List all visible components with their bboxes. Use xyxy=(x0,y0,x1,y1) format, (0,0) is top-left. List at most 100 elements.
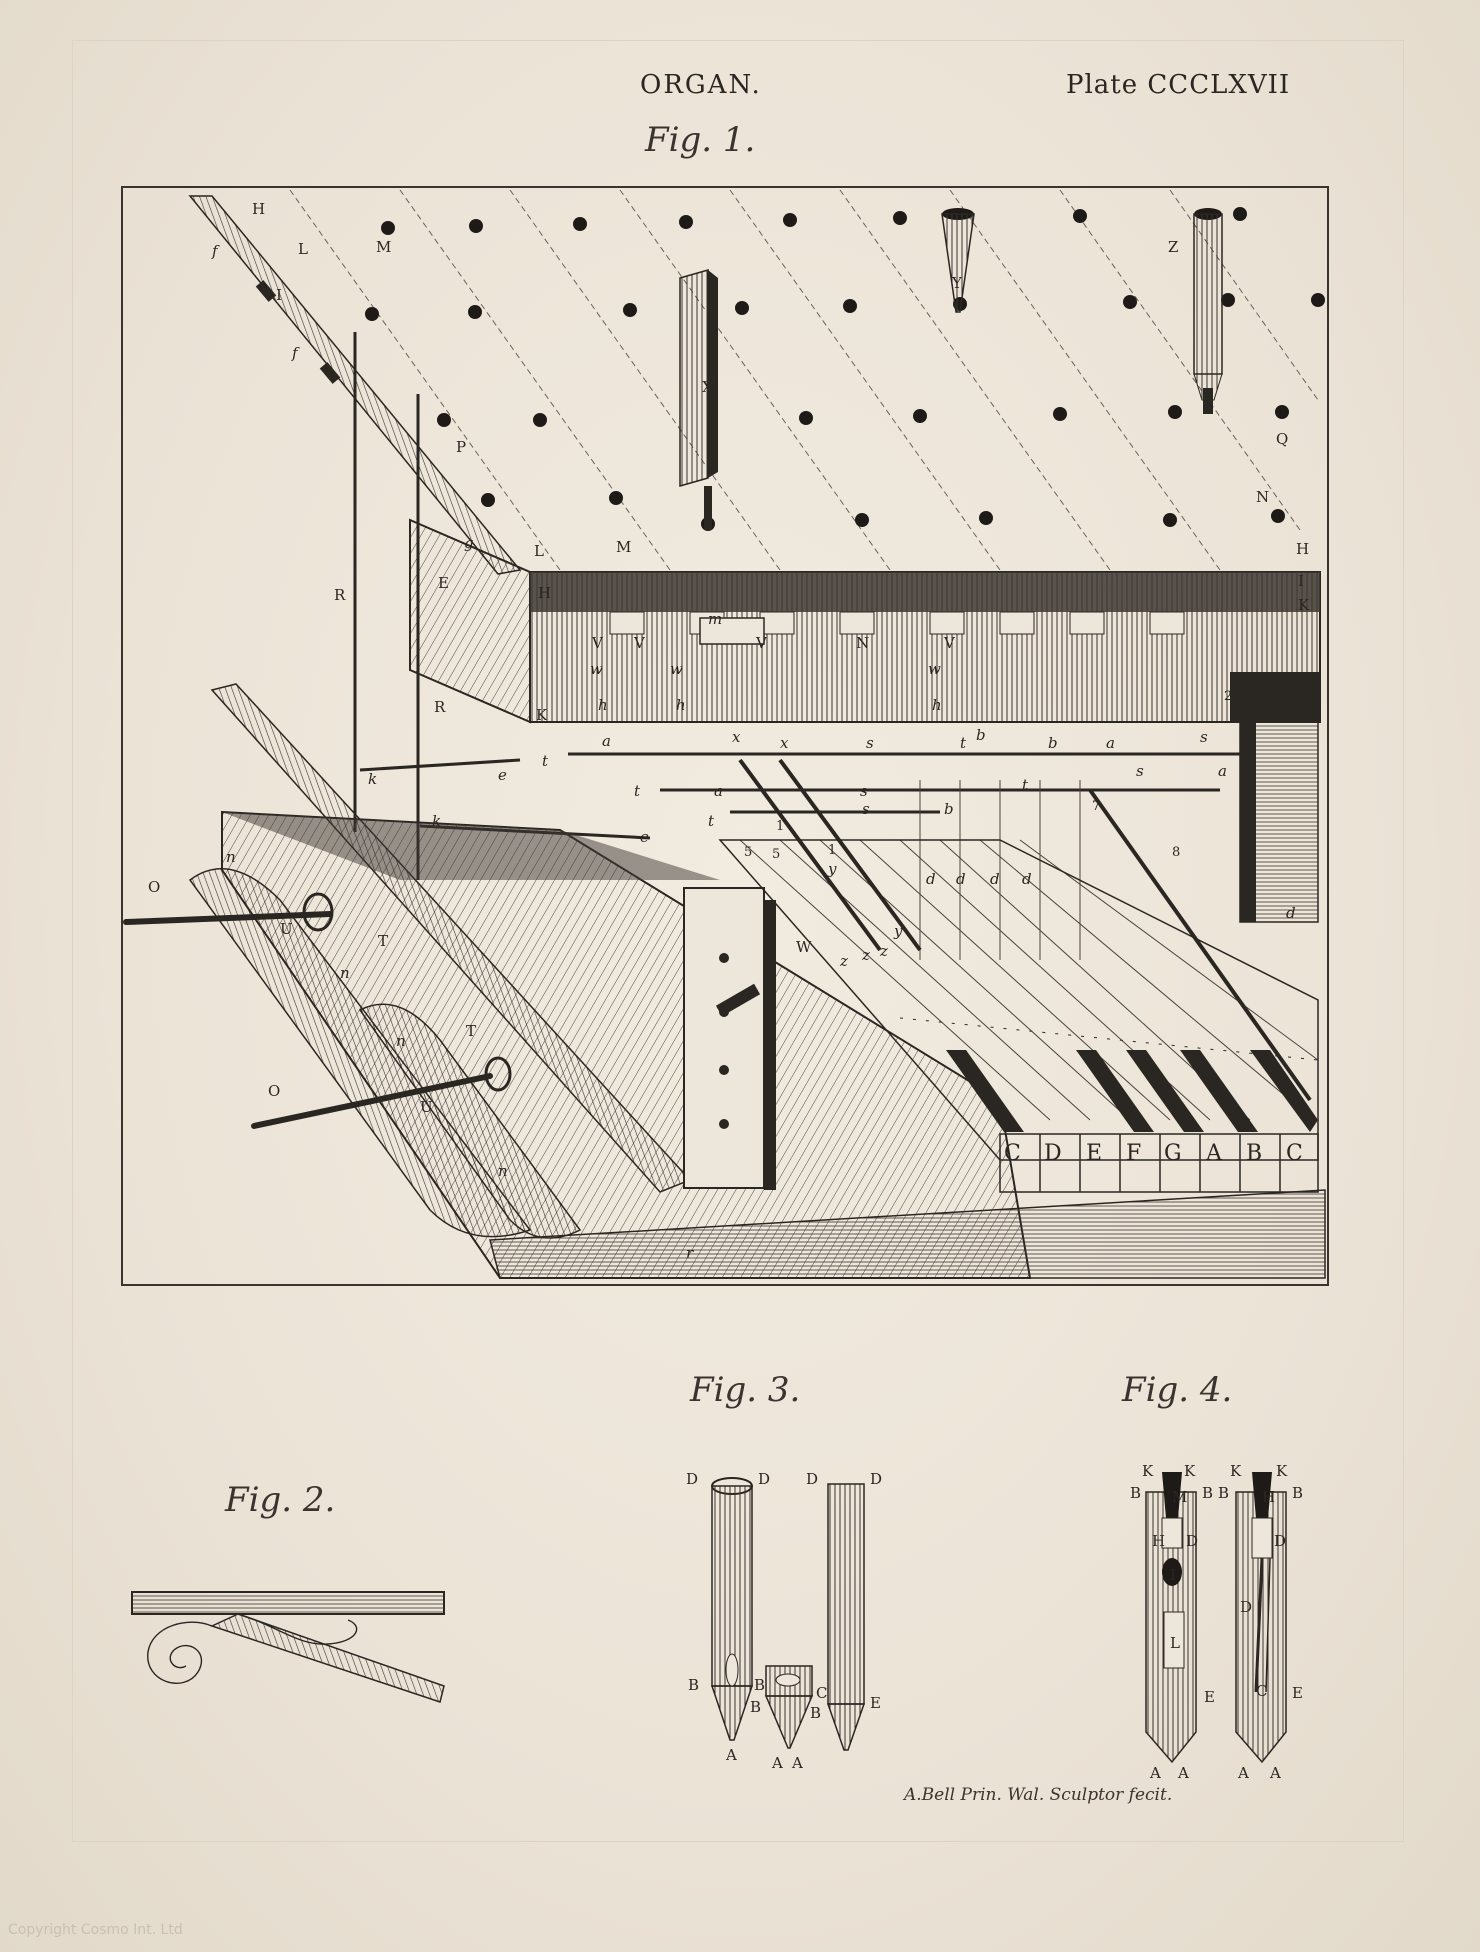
fig4-label-A-3: A xyxy=(1237,1764,1249,1782)
key-label-g: G xyxy=(1164,1141,1182,1166)
fig4-label-A-2: A xyxy=(1177,1764,1189,1782)
fig4-drawing: K K K K B M B B H B H D D I L D E C E A … xyxy=(1130,1462,1303,1782)
label-r: r xyxy=(686,1244,694,1262)
label-d: d xyxy=(926,870,936,888)
label-K-2: K xyxy=(1298,706,1310,724)
label-z-3: z xyxy=(879,942,888,960)
fig4-label-K-3: K xyxy=(1230,1462,1242,1480)
key-letters: C D E F G A B C xyxy=(1004,1141,1303,1166)
label-1-2: 1 xyxy=(828,843,836,858)
label-O-2: O xyxy=(268,1082,280,1100)
label-b: b xyxy=(976,726,986,744)
fig4-label-A: A xyxy=(1149,1764,1161,1782)
diagonal-rollers xyxy=(738,758,1312,1102)
label-N-2: N xyxy=(856,634,869,652)
label-y-2: y xyxy=(893,922,903,940)
label-t-3: t xyxy=(634,782,641,800)
label-h: h xyxy=(598,696,608,714)
label-H-3: H xyxy=(538,584,551,602)
square-pipe-x xyxy=(679,269,718,530)
label-a-2: a xyxy=(1106,734,1115,752)
label-I: I xyxy=(276,286,282,304)
label-k-2: k xyxy=(432,812,441,830)
cylindrical-pipe-z xyxy=(1193,208,1223,414)
label-V-2: V xyxy=(633,634,646,652)
label-U: U xyxy=(280,920,293,938)
fig4-label-B-3: B xyxy=(1218,1484,1229,1502)
fig3-label-D: D xyxy=(686,1470,698,1488)
label-t-5: t xyxy=(708,812,715,830)
fig3-label-B-4: B xyxy=(810,1704,821,1722)
label-W: W xyxy=(796,938,812,956)
label-M-2: M xyxy=(616,538,631,556)
fig4-label-L: L xyxy=(1170,1634,1180,1652)
key-label-f: F xyxy=(1126,1141,1141,1166)
conical-pipe-y xyxy=(941,208,975,313)
fig4-caption: Fig. 4. xyxy=(1122,1370,1233,1410)
label-1: 1 xyxy=(776,819,784,834)
label-x: x xyxy=(732,728,741,746)
label-K-3: K xyxy=(536,706,548,724)
label-f-2: f xyxy=(291,344,300,362)
label-5-2: 5 xyxy=(772,847,780,862)
tracker-rods xyxy=(353,332,1250,880)
label-M: M xyxy=(376,238,391,256)
label-8: 8 xyxy=(1172,845,1180,860)
label-y: y xyxy=(827,860,837,878)
fig1-letter-labels: H f L M I f P X Y Z Q N L M H I K K H K … xyxy=(148,200,1310,1262)
fig3-label-C: C xyxy=(816,1684,827,1702)
fig1-caption: Fig. 1. xyxy=(645,120,756,160)
fig4-label-C: C xyxy=(1256,1682,1267,1700)
label-H: H xyxy=(252,200,265,218)
fig3-label-E: E xyxy=(870,1694,881,1712)
label-d-2: d xyxy=(956,870,966,888)
label-T-2: T xyxy=(466,1022,476,1040)
fig4-label-M: M xyxy=(1172,1488,1187,1506)
label-U-2: U xyxy=(420,1098,433,1116)
bellows xyxy=(188,810,1326,1279)
label-P: P xyxy=(456,438,466,456)
label-t-4: t xyxy=(1022,776,1029,794)
fig3-drawing: D D D D B B B C B E A A A xyxy=(686,1470,882,1772)
windchest-grooves xyxy=(289,189,1319,571)
label-a: a xyxy=(602,732,611,750)
label-b-3: b xyxy=(944,800,954,818)
label-a-4: a xyxy=(1218,762,1227,780)
key-label-b: B xyxy=(1246,1141,1262,1166)
label-k: k xyxy=(368,770,377,788)
fig4-label-K: K xyxy=(1142,1462,1154,1480)
label-7: 7 xyxy=(1092,799,1100,814)
key-label-d: D xyxy=(1044,1141,1062,1166)
label-x-2: x xyxy=(780,734,789,752)
engraver-signature: A.Bell Prin. Wal. Sculptor fecit. xyxy=(904,1785,1173,1805)
label-E: E xyxy=(438,574,449,592)
label-I-2: I xyxy=(1298,572,1304,590)
fig4-label-D-2: D xyxy=(1274,1532,1286,1550)
label-V-4: V xyxy=(943,634,956,652)
label-L-2: L xyxy=(534,542,544,560)
fig3-label-A-2: A xyxy=(771,1754,783,1772)
label-d-4: d xyxy=(1022,870,1032,888)
fig4-label-E: E xyxy=(1204,1688,1215,1706)
fig3-label-B-2: B xyxy=(754,1676,765,1694)
label-L: L xyxy=(298,240,308,258)
label-n-3: n xyxy=(396,1032,406,1050)
fig4-label-K-2: K xyxy=(1184,1462,1196,1480)
fig4-label-B-2: B xyxy=(1202,1484,1213,1502)
label-n-2: n xyxy=(340,964,350,982)
fig4-label-B: B xyxy=(1130,1484,1141,1502)
label-t-2: t xyxy=(542,752,549,770)
fig3-label-B: B xyxy=(688,1676,699,1694)
fig2-caption: Fig. 2. xyxy=(225,1480,336,1520)
label-R: R xyxy=(334,586,346,604)
fig3-label-A-3: A xyxy=(791,1754,803,1772)
label-2: 2 xyxy=(1224,689,1232,704)
label-s-2: s xyxy=(1200,728,1208,746)
fig4-label-D: D xyxy=(1186,1532,1198,1550)
label-b-2: b xyxy=(1048,734,1058,752)
label-s-5: s xyxy=(862,800,870,818)
fig4-label-D-3: D xyxy=(1240,1598,1252,1616)
fig2-drawing xyxy=(131,1591,445,1703)
label-e-2: e xyxy=(640,828,649,846)
side-post xyxy=(1239,721,1319,923)
